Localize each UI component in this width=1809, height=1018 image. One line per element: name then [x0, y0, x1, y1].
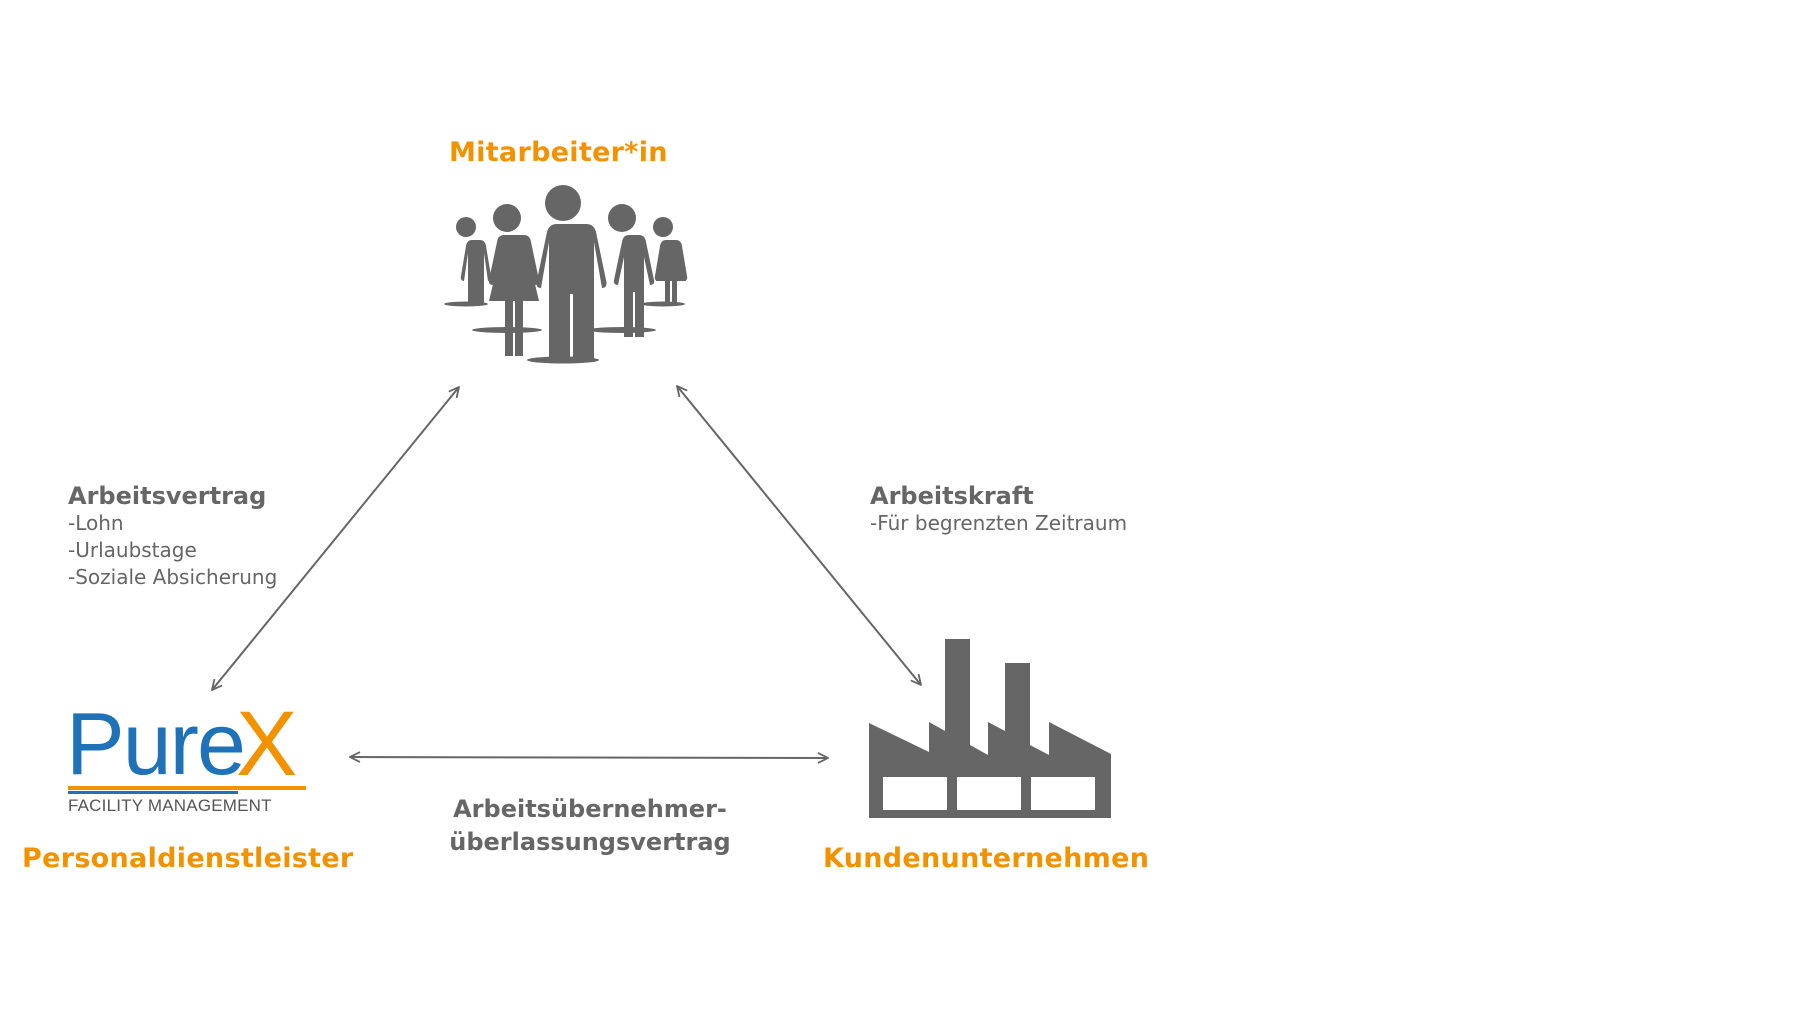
logo-brand-x: X — [236, 693, 298, 795]
edge-title-arbeitskraft: Arbeitskraft — [870, 482, 1034, 510]
edge-label-employee-client: Arbeitskraft -Für begrenzten Zeitraum — [870, 482, 1127, 537]
logo-brand-main: Pure — [66, 694, 246, 793]
arrow-provider-client — [350, 757, 828, 758]
client-title: Kundenunternehmen — [823, 843, 1150, 874]
edge-item: -Für begrenzten Zeitraum — [870, 511, 1128, 535]
logo-tagline: FACILITY MANAGEMENT — [68, 796, 272, 815]
logo-underline-blue — [68, 791, 238, 794]
edge-title-line1: Arbeitsübernehmer- — [453, 795, 727, 823]
arrow-provider-employee — [212, 387, 459, 690]
edge-item: -Soziale Absicherung — [68, 565, 278, 589]
edge-title-arbeitsvertrag: Arbeitsvertrag — [68, 482, 267, 510]
employee-title: Mitarbeiter*in — [449, 137, 668, 168]
edge-item: -Urlaubstage — [68, 538, 197, 562]
purex-logo: Pure X FACILITY MANAGEMENT — [66, 694, 316, 820]
edge-title-line2: überlassungsvertrag — [449, 828, 731, 856]
provider-title: Personaldienstleister — [22, 843, 354, 874]
edge-label-provider-client: Arbeitsübernehmer- überlassungsvertrag — [440, 793, 740, 859]
edge-label-provider-employee: Arbeitsvertrag -Lohn -Urlaubstage -Sozia… — [68, 482, 277, 591]
arrow-employee-client — [677, 386, 921, 685]
logo-underline-orange — [68, 786, 306, 790]
edge-item: -Lohn — [68, 511, 124, 535]
